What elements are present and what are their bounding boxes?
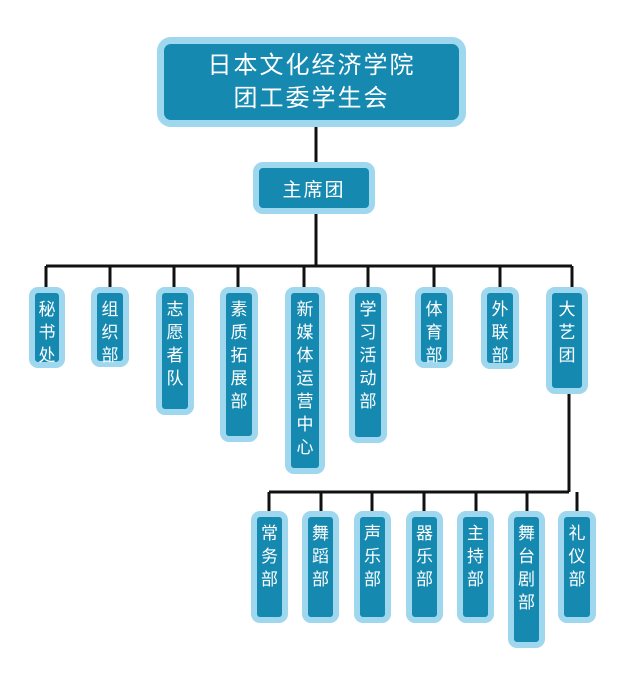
department-quality: 素质拓展部 [220,287,258,442]
department-organization: 组织部 [91,287,129,367]
subunit-dance: 舞蹈部 [302,511,339,623]
node-label: 礼仪部 [568,524,586,590]
department-art-troupe: 大艺团 [546,287,588,394]
department-volunteers: 志愿者队 [156,287,194,415]
node-label: 舞蹈部 [312,524,329,590]
node-label: 志愿者队 [166,300,184,389]
node-label: 舞台剧部 [518,524,535,613]
subunit-standing: 常务部 [251,511,288,623]
subunit-instrumental: 器乐部 [406,511,443,623]
presidium-node: 主席团 [253,162,375,214]
node-label: 素质拓展部 [230,300,248,412]
node-label: 学习活动部 [359,300,377,412]
node-label: 秘书处 [38,300,56,366]
node-label: 外联部 [491,300,509,366]
root-node: 日本文化经济学院 团工委学生会 [157,37,466,127]
node-label: 主持部 [467,524,484,590]
department-secretariat: 秘书处 [29,287,65,368]
root-title-line1: 日本文化经济学院 [207,51,416,79]
node-label: 大艺团 [558,300,576,366]
node-label: 体育部 [425,300,443,366]
node-label: 声乐部 [364,524,381,590]
department-external: 外联部 [481,287,519,369]
department-sports: 体育部 [415,287,453,368]
root-title-line2: 团工委学生会 [233,84,390,112]
subunit-vocal: 声乐部 [354,511,391,623]
node-label: 常务部 [261,524,278,590]
node-label: 组织部 [101,300,119,366]
department-new-media: 新媒体运营中心 [285,287,325,474]
node-label: 器乐部 [416,524,433,590]
department-study: 学习活动部 [349,287,387,443]
subunit-host: 主持部 [457,511,494,623]
node-label: 新媒体运营中心 [296,300,314,458]
subunit-stage-drama: 舞台剧部 [508,511,545,648]
subunit-etiquette: 礼仪部 [558,511,596,623]
